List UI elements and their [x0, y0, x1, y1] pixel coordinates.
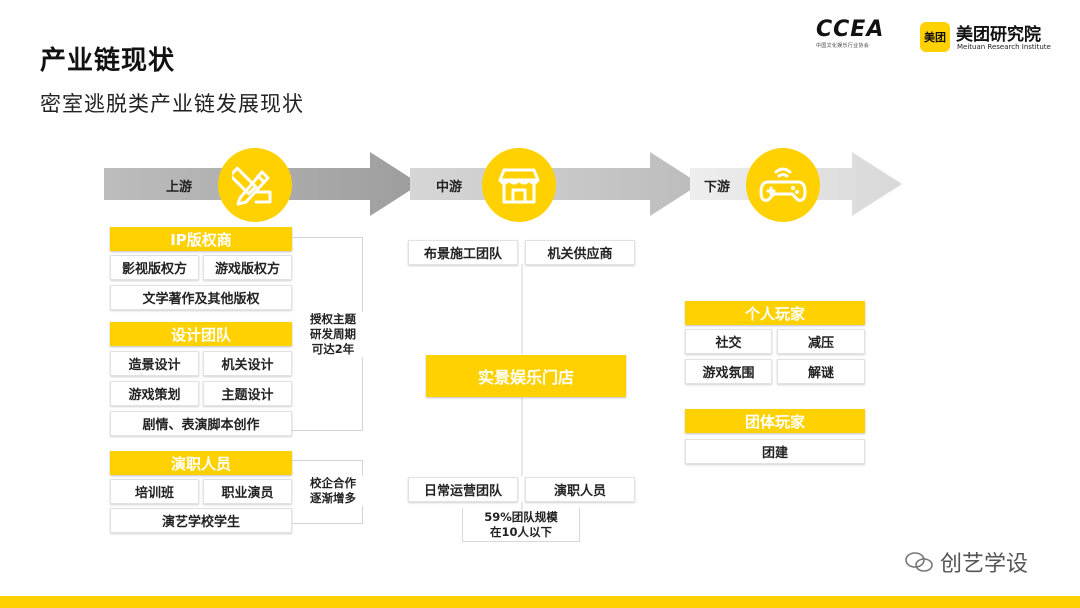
- design-team-header: 设计团队: [110, 322, 292, 346]
- mid-center-store: 实景娱乐门店: [426, 355, 626, 397]
- individual-item-stress: 减压: [777, 329, 865, 354]
- ccea-logo: CCEA 中国文化娱乐行业协会: [816, 18, 896, 60]
- stage-label-upstream: 上游: [166, 180, 193, 195]
- meituan-logo-english: Meituan Research Institute: [957, 43, 1051, 51]
- downstream-circle: [746, 148, 820, 222]
- performer-item-training: 培训班: [110, 479, 199, 504]
- midstream-circle: [482, 148, 556, 222]
- wechat-icon: [905, 552, 933, 572]
- performer-item-students: 演艺学校学生: [110, 508, 292, 533]
- ccea-logo-text: CCEA: [816, 17, 885, 42]
- mid-item-mechanism-supplier: 机关供应商: [525, 240, 635, 265]
- ip-item-film: 影视版权方: [110, 255, 199, 280]
- design-tools-icon: [232, 166, 272, 206]
- performer-header: 演职人员: [110, 451, 292, 475]
- design-item-game-planning: 游戏策划: [110, 381, 199, 406]
- design-item-scene: 造景设计: [110, 351, 199, 376]
- ip-item-game: 游戏版权方: [203, 255, 292, 280]
- watermark-text: 创艺学设: [940, 552, 1029, 577]
- design-item-script: 剧情、表演脚本创作: [110, 411, 292, 436]
- design-item-theme: 主题设计: [203, 381, 292, 406]
- bottom-accent-bar: [0, 596, 1080, 608]
- meituan-logo-badge: 美团: [920, 22, 950, 52]
- individual-item-social: 社交: [685, 329, 772, 354]
- ccea-logo-subtext: 中国文化娱乐行业协会: [816, 43, 870, 49]
- group-item-teambuilding: 团建: [685, 439, 865, 464]
- mid-item-operations: 日常运营团队: [408, 477, 518, 502]
- individual-item-puzzle: 解谜: [777, 359, 865, 384]
- mid-item-performers: 演职人员: [525, 477, 635, 502]
- design-item-mechanism: 机关设计: [203, 351, 292, 376]
- upstream-note-cooperation: 校企合作 逐渐增多: [300, 476, 366, 506]
- individual-players-header: 个人玩家: [685, 301, 865, 325]
- ip-item-literature: 文学著作及其他版权: [110, 285, 292, 310]
- meituan-logo-name: 美团研究院: [956, 25, 1041, 45]
- stage-label-midstream: 中游: [436, 180, 463, 195]
- page-subtitle: 密室逃脱类产业链发展现状: [40, 92, 304, 116]
- page-title: 产业链现状: [40, 46, 176, 76]
- mid-note-frame: [462, 508, 580, 542]
- mid-item-construction: 布景施工团队: [408, 240, 518, 265]
- storefront-icon: [498, 168, 540, 204]
- ip-rights-header: IP版权商: [110, 227, 292, 251]
- mid-note-team-size: 59%团队规模 在10人以下: [484, 510, 558, 539]
- upstream-note-authorization: 授权主题 研发周期 可达2年: [300, 312, 366, 357]
- upstream-circle: [218, 148, 292, 222]
- watermark: 创艺学设: [904, 546, 1028, 578]
- stage-label-downstream: 下游: [704, 180, 731, 195]
- individual-item-atmosphere: 游戏氛围: [685, 359, 772, 384]
- gamepad-icon: [759, 167, 807, 202]
- performer-item-professional: 职业演员: [203, 479, 292, 504]
- group-players-header: 团体玩家: [685, 409, 865, 433]
